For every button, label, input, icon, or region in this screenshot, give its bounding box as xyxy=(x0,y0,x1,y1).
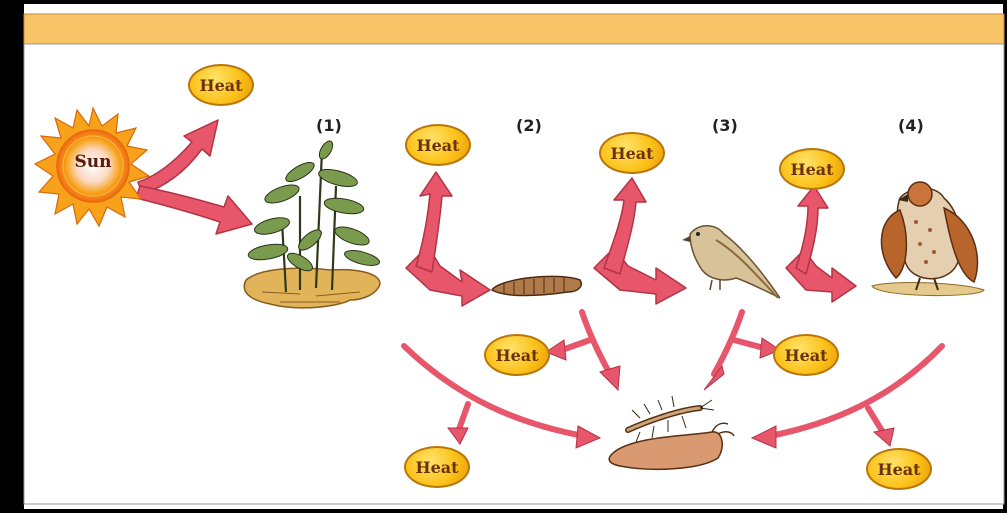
left-border xyxy=(4,4,24,509)
heat-badge-sun: Heat xyxy=(188,64,254,106)
diagram-panel xyxy=(24,44,1004,504)
heat-badge-plant: Heat xyxy=(405,124,471,166)
sun-label: Sun xyxy=(64,152,122,172)
heat-badge-caterpillar-decomposer: Heat xyxy=(484,334,550,376)
trophic-level-4-label: (4) xyxy=(898,116,924,135)
top-banner xyxy=(24,14,1004,44)
heat-badge-sparrow: Heat xyxy=(779,148,845,190)
heat-badge-sparrow-decomposer: Heat xyxy=(773,334,839,376)
heat-badge-hawk-decomposer: Heat xyxy=(866,448,932,490)
trophic-level-3-label: (3) xyxy=(712,116,738,135)
trophic-level-2-label: (2) xyxy=(516,116,542,135)
trophic-level-1-label: (1) xyxy=(316,116,342,135)
heat-badge-plant-decomposer: Heat xyxy=(404,446,470,488)
heat-badge-caterpillar: Heat xyxy=(599,132,665,174)
